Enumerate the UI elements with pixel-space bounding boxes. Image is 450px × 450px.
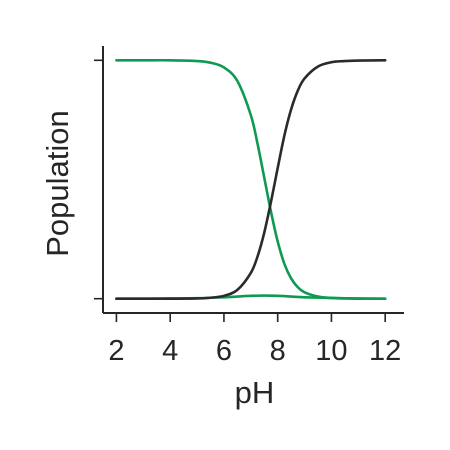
x-axis-ticks: 2 4 6 8 10 12 xyxy=(108,313,401,367)
y-axis-label: Population xyxy=(40,110,75,257)
y-axis-ticks xyxy=(94,59,103,300)
x-tick-label: 12 xyxy=(369,335,401,367)
series-lines xyxy=(115,58,387,301)
axes xyxy=(102,46,404,314)
x-tick-label: 2 xyxy=(108,335,124,367)
series-line-2 xyxy=(115,58,387,301)
x-tick-label: 10 xyxy=(315,335,347,367)
x-tick-label: 4 xyxy=(162,335,178,367)
x-tick-label: 6 xyxy=(216,335,232,367)
series-line-1 xyxy=(115,59,387,301)
x-axis-label: pH xyxy=(235,375,275,410)
x-tick-label: 8 xyxy=(270,335,286,367)
